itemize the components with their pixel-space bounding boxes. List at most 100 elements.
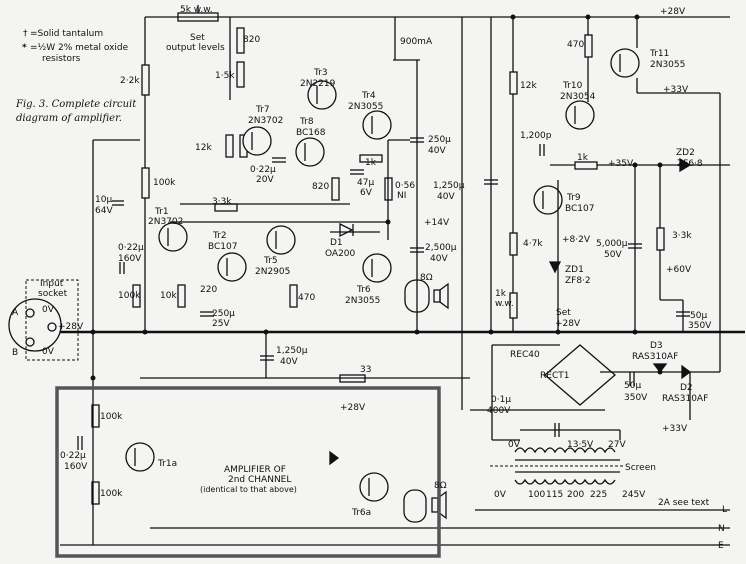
input-pin-B: B xyxy=(12,348,18,358)
speaker-8ohm-label: 8Ω xyxy=(420,273,433,283)
tr2-type: BC107 xyxy=(208,242,237,252)
r470b-label: 470 xyxy=(567,40,584,50)
tap-245v: 245V xyxy=(622,490,646,500)
c47-value: 47µ xyxy=(357,178,374,188)
c1250a-voltage: 40V xyxy=(280,357,298,367)
r15k-label: 1·5k xyxy=(215,71,235,81)
input-pin-A: A xyxy=(12,308,19,318)
tr8-type: BC168 xyxy=(296,128,326,138)
c022-voltage: 20V xyxy=(256,175,274,185)
legend-star-text: =½W 2% metal oxide xyxy=(30,43,129,53)
zd2-type: ZF6·8 xyxy=(677,159,703,169)
tr7-name: Tr7 xyxy=(255,105,270,115)
wiring xyxy=(140,17,730,441)
second-channel-box xyxy=(55,386,441,558)
d1-name: D1 xyxy=(330,238,343,248)
c250b-voltage: 25V xyxy=(212,319,230,329)
c1250a-value: 1,250µ xyxy=(276,346,308,356)
r1k-label: 1k xyxy=(365,158,377,168)
tap-0v: 0V xyxy=(494,490,507,500)
r10k-label: 10k xyxy=(160,291,177,301)
c50b-voltage: 350V xyxy=(624,393,648,403)
c47-voltage: 6V xyxy=(360,188,373,198)
tap-115: 115 xyxy=(546,490,563,500)
rail-14v-label: +14V xyxy=(424,218,450,228)
r12k-label: 12k xyxy=(195,143,212,153)
tr6a-label: Tr6a xyxy=(351,508,371,518)
second-channel-line1: AMPLIFIER OF xyxy=(224,465,286,475)
second-channel-line3: (identical to that above) xyxy=(200,485,297,494)
tr4-name: Tr4 xyxy=(361,91,376,101)
d2-name: D2 xyxy=(680,383,693,393)
tr1-type: 2N3702 xyxy=(148,217,183,227)
pot1k-type: w.w. xyxy=(495,299,514,309)
fuse-label: 2A see text xyxy=(658,498,710,508)
rect1-label: RECT1 xyxy=(540,371,569,381)
set28-set: Set xyxy=(556,308,571,318)
rec40-label: REC40 xyxy=(510,350,540,360)
tr1-name: Tr1 xyxy=(154,207,169,217)
c1250b-voltage: 40V xyxy=(437,192,455,202)
r22k-label: 2·2k xyxy=(120,76,140,86)
r056-type: NI xyxy=(397,191,406,201)
second-speaker-8ohm: 8Ω xyxy=(434,481,447,491)
transformer-135v-label: 13·5V xyxy=(567,440,594,450)
tr3-name: Tr3 xyxy=(313,68,328,78)
c250-voltage: 40V xyxy=(428,146,446,156)
input-socket-title: Input xyxy=(40,279,64,289)
c50a-voltage: 350V xyxy=(688,321,712,331)
tr11-name: Tr11 xyxy=(649,49,669,59)
input-0v-1: 0V xyxy=(42,305,55,315)
c022b-value: 0·22µ xyxy=(118,243,144,253)
r33-label: 33 xyxy=(360,365,371,375)
tr4-type: 2N3055 xyxy=(348,102,383,112)
tr2-name: Tr2 xyxy=(212,231,227,241)
tr11-type: 2N3055 xyxy=(650,60,685,70)
current-900ma-label: 900mA xyxy=(400,37,433,47)
input-0v-2: 0V xyxy=(42,347,55,357)
second-c022-voltage: 160V xyxy=(64,462,88,472)
d1-type: OA200 xyxy=(325,249,356,259)
d3-type: RAS310AF xyxy=(632,352,678,362)
c5000-voltage: 50V xyxy=(604,250,622,260)
c50b-value: 50µ xyxy=(624,381,641,391)
tr10-type: 2N3054 xyxy=(560,92,596,102)
legend-star-text-2: resistors xyxy=(42,54,81,64)
tr9-name: Tr9 xyxy=(566,193,581,203)
c250-value: 250µ xyxy=(428,135,451,145)
pot1k-value: 1k xyxy=(495,289,507,299)
tr6-name: Tr6 xyxy=(356,285,371,295)
speaker-main: 8Ω xyxy=(404,273,449,313)
r100kb-label: 100k xyxy=(118,291,141,301)
diodes xyxy=(329,157,692,466)
output-levels-label: output levels xyxy=(166,43,225,53)
tr1a-label: Tr1a xyxy=(157,459,177,469)
transistors xyxy=(125,48,640,502)
legend: † =Solid tantalum * =½W 2% metal oxide r… xyxy=(22,29,129,64)
c2500-voltage: 40V xyxy=(430,254,448,264)
second-channel-line2: 2nd CHANNEL xyxy=(228,475,291,485)
d2-type: RAS310AF xyxy=(662,394,708,404)
tr10-name: Tr10 xyxy=(562,81,583,91)
zd2-name: ZD2 xyxy=(676,148,695,158)
r1kb-label: 1k xyxy=(577,153,589,163)
c01-voltage: 400V xyxy=(487,406,511,416)
r470-label: 470 xyxy=(298,293,315,303)
second-r100k2: 100k xyxy=(100,489,123,499)
r33k-label: 3·3k xyxy=(212,197,232,207)
rail-35v-label: +35V xyxy=(608,159,634,169)
tr7-type: 2N3702 xyxy=(248,116,283,126)
set28-voltage: +28V xyxy=(555,319,581,329)
c250b-value: 250µ xyxy=(212,309,235,319)
tap-225: 225 xyxy=(590,490,607,500)
transformer-27v-label: 27V xyxy=(608,440,626,450)
tr3-type: 2N2219 xyxy=(300,79,336,89)
tr8-name: Tr8 xyxy=(299,117,314,127)
d3-name: D3 xyxy=(650,341,663,351)
tap-100: 100 xyxy=(528,490,545,500)
bridge-rectifier: RECT1 xyxy=(540,344,616,406)
c022-value: 0·22µ xyxy=(250,165,276,175)
r820b-label: 820 xyxy=(312,182,329,192)
second-rail-28v: +28V xyxy=(340,403,366,413)
